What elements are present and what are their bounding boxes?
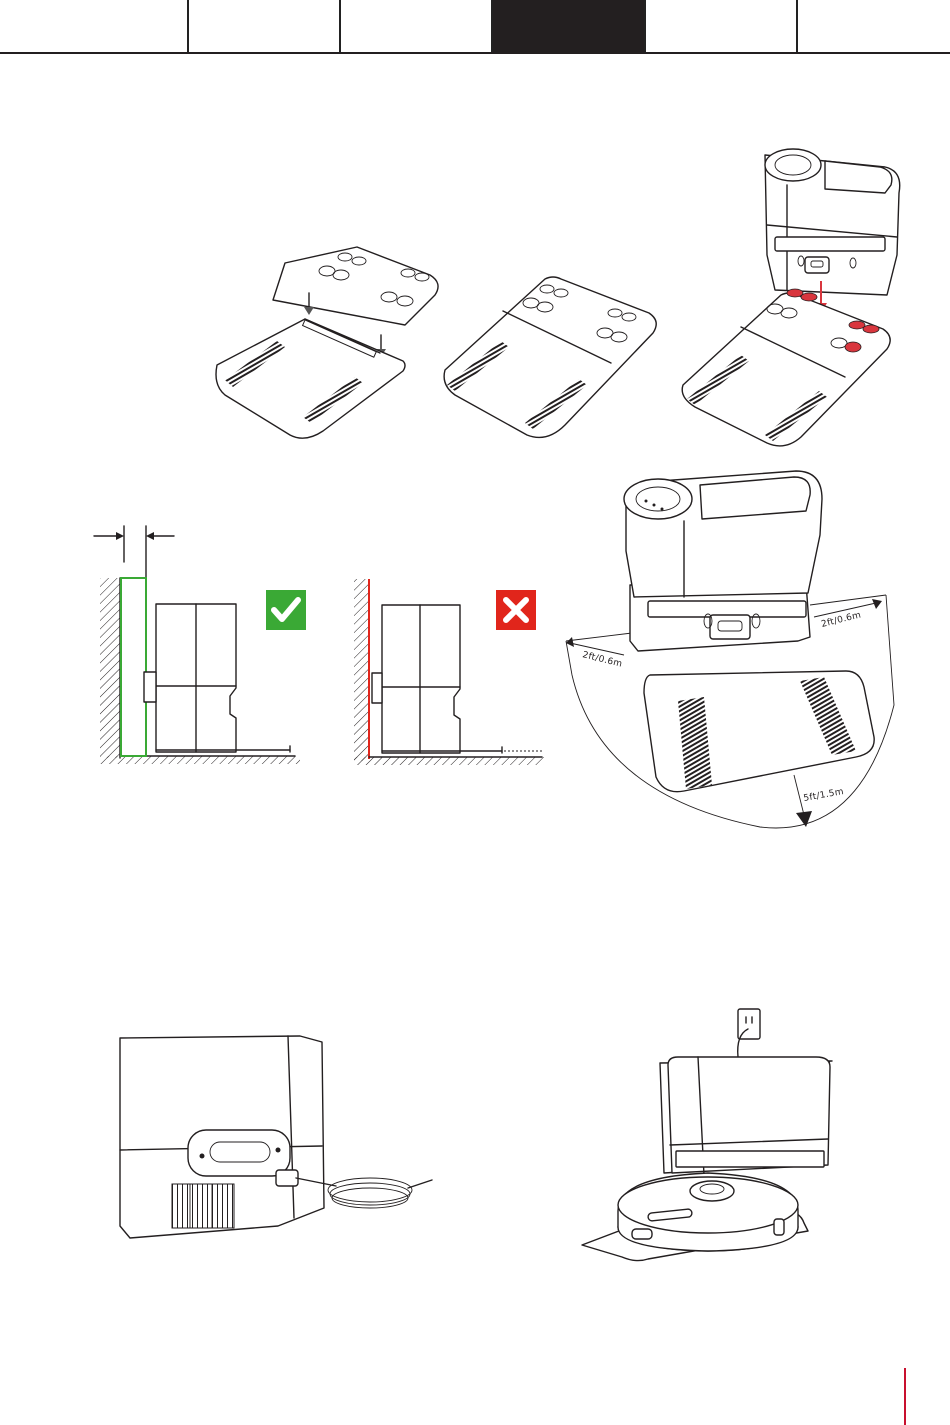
ramp-assembly-step-2 — [435, 275, 665, 445]
ramp-assembly-step-1 — [205, 235, 455, 445]
page-edge-accent — [904, 1368, 906, 1425]
placement-correct-diagram — [90, 520, 315, 770]
placement-incorrect-diagram — [352, 575, 547, 775]
robot-docked-illustration — [578, 1005, 810, 1270]
tab-2[interactable] — [189, 0, 341, 53]
tab-5[interactable] — [646, 0, 798, 53]
check-icon — [266, 590, 306, 630]
robot-vacuum — [618, 1173, 798, 1251]
cross-icon — [496, 590, 536, 630]
tab-4-active[interactable] — [493, 0, 646, 53]
tab-3[interactable] — [341, 0, 493, 53]
clearance-diagram: 2ft/0.6m 2ft/0.6m 5ft/1.5m — [560, 465, 910, 835]
clearance-right-label: 2ft/0.6m — [820, 610, 862, 630]
chapter-tab-bar — [0, 0, 950, 54]
wall-outlet-icon — [738, 1009, 760, 1057]
station-front-illustration — [624, 471, 822, 651]
tab-6[interactable] — [798, 0, 950, 53]
ramp-assembly-step-3 — [675, 145, 910, 445]
tab-1[interactable] — [0, 0, 189, 53]
station-rear-power-cord — [110, 1030, 440, 1250]
clearance-front-label: 5ft/1.5m — [803, 787, 845, 804]
station-illustration — [765, 149, 900, 295]
tab-underline — [0, 52, 950, 54]
